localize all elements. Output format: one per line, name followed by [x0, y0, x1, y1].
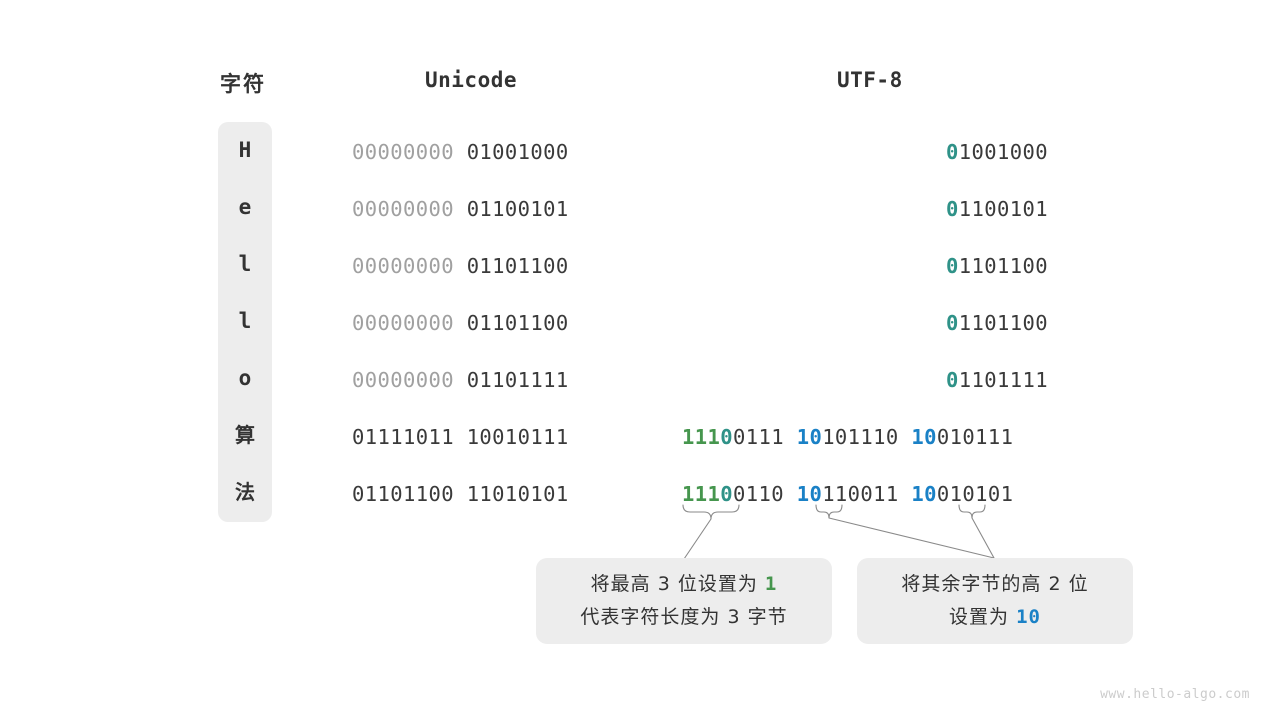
utf8-byte2-payload: 110011: [822, 482, 899, 506]
utf8-byte3-marker: 0: [946, 140, 959, 164]
callout-2-line-2-text: 设置为: [949, 606, 1017, 628]
leader-callout-1: [683, 518, 712, 560]
unicode-low-byte: 01001000: [466, 140, 569, 164]
unicode-low-byte: 01100101: [466, 197, 569, 221]
unicode-bits: 01101100 11010101: [352, 482, 569, 506]
utf8-byte1-length-marker: 111: [682, 482, 721, 506]
character-column-panel: [218, 122, 272, 522]
callout-2-line-2-number: 10: [1016, 606, 1041, 628]
unicode-bits: 00000000 01001000: [352, 140, 569, 164]
utf8-byte3-payload: 1100101: [958, 197, 1048, 221]
utf8-byte1-payload: 0111: [732, 425, 784, 449]
utf8-byte3-payload: 010111: [936, 425, 1014, 449]
utf8-bits: 01101111: [946, 368, 1048, 392]
unicode-low-byte: 11010101: [466, 482, 569, 506]
utf8-byte1-payload: 0110: [732, 482, 784, 506]
utf8-byte1-length-marker: 111: [682, 425, 721, 449]
character-cell: e: [238, 195, 252, 219]
callout-continuation-marker: 将其余字节的高 2 位 设置为 10: [857, 558, 1133, 644]
utf8-bits: 01001000: [946, 140, 1048, 164]
column-header-utf8: UTF-8: [837, 68, 903, 92]
unicode-low-byte: 10010111: [466, 425, 569, 449]
utf8-byte2-payload: 101110: [822, 425, 899, 449]
utf8-byte3-marker: 0: [946, 368, 959, 392]
utf8-byte3-payload: 1001000: [958, 140, 1048, 164]
utf8-bits: 01101100: [946, 254, 1048, 278]
unicode-high-byte: 00000000: [352, 197, 454, 221]
callout-1-line-1-number: 1: [764, 573, 778, 595]
unicode-high-byte: 00000000: [352, 140, 454, 164]
leader-callout-2b: [971, 517, 995, 559]
brace-byte3: [958, 504, 986, 519]
unicode-bits: 00000000 01101111: [352, 368, 569, 392]
utf8-byte3-payload: 1101111: [958, 368, 1048, 392]
utf8-bits: 01100101: [946, 197, 1048, 221]
character-cell: 法: [235, 480, 255, 504]
utf8-byte2-marker: 10: [796, 425, 823, 449]
unicode-high-byte: 01111011: [352, 425, 454, 449]
utf8-byte3-payload: 1101100: [958, 311, 1048, 335]
callout-1-line-1: 将最高 3 位设置为 1: [591, 568, 778, 601]
utf8-bits: 11100110 10110011 10010101: [682, 482, 1013, 506]
unicode-low-byte: 01101111: [466, 368, 569, 392]
character-cell: l: [238, 309, 252, 333]
character-cell: l: [238, 252, 252, 276]
character-cell: 算: [235, 423, 255, 447]
brace-byte1: [682, 504, 740, 520]
callout-1-line-1-text: 将最高 3 位设置为: [590, 573, 765, 595]
unicode-low-byte: 01101100: [466, 311, 569, 335]
callout-2-line-2: 设置为 10: [949, 601, 1041, 634]
utf8-byte2-marker: 10: [796, 482, 823, 506]
unicode-bits: 00000000 01101100: [352, 311, 569, 335]
utf8-bits: 01101100: [946, 311, 1048, 335]
utf8-byte3-payload: 1101100: [958, 254, 1048, 278]
unicode-bits: 01111011 10010111: [352, 425, 569, 449]
callout-length-marker: 将最高 3 位设置为 1 代表字符长度为 3 字节: [536, 558, 832, 644]
utf8-byte3-marker: 0: [946, 311, 959, 335]
utf8-byte1-terminator: 0: [720, 482, 733, 506]
unicode-high-byte: 00000000: [352, 254, 454, 278]
column-header-unicode: Unicode: [425, 68, 518, 92]
character-cell: o: [238, 366, 252, 390]
callout-1-line-2: 代表字符长度为 3 字节: [580, 606, 788, 628]
unicode-bits: 00000000 01100101: [352, 197, 569, 221]
unicode-low-byte: 01101100: [466, 254, 569, 278]
unicode-high-byte: 01101100: [352, 482, 454, 506]
unicode-bits: 00000000 01101100: [352, 254, 569, 278]
utf8-byte3-marker: 0: [946, 197, 959, 221]
column-header-character: 字符: [220, 72, 266, 96]
utf8-byte3-marker: 0: [946, 254, 959, 278]
utf8-byte3-marker: 10: [911, 482, 937, 506]
callout-2-line-1: 将其余字节的高 2 位: [901, 573, 1089, 595]
character-cell: H: [238, 138, 252, 162]
utf8-byte1-terminator: 0: [720, 425, 733, 449]
unicode-high-byte: 00000000: [352, 311, 454, 335]
unicode-high-byte: 00000000: [352, 368, 454, 392]
brace-byte2: [815, 504, 843, 519]
utf8-byte3-payload: 010101: [936, 482, 1014, 506]
utf8-bits: 11100111 10101110 10010111: [682, 425, 1013, 449]
leader-callout-2a: [828, 517, 995, 559]
site-watermark: www.hello-algo.com: [1100, 687, 1250, 702]
utf8-byte3-marker: 10: [911, 425, 937, 449]
